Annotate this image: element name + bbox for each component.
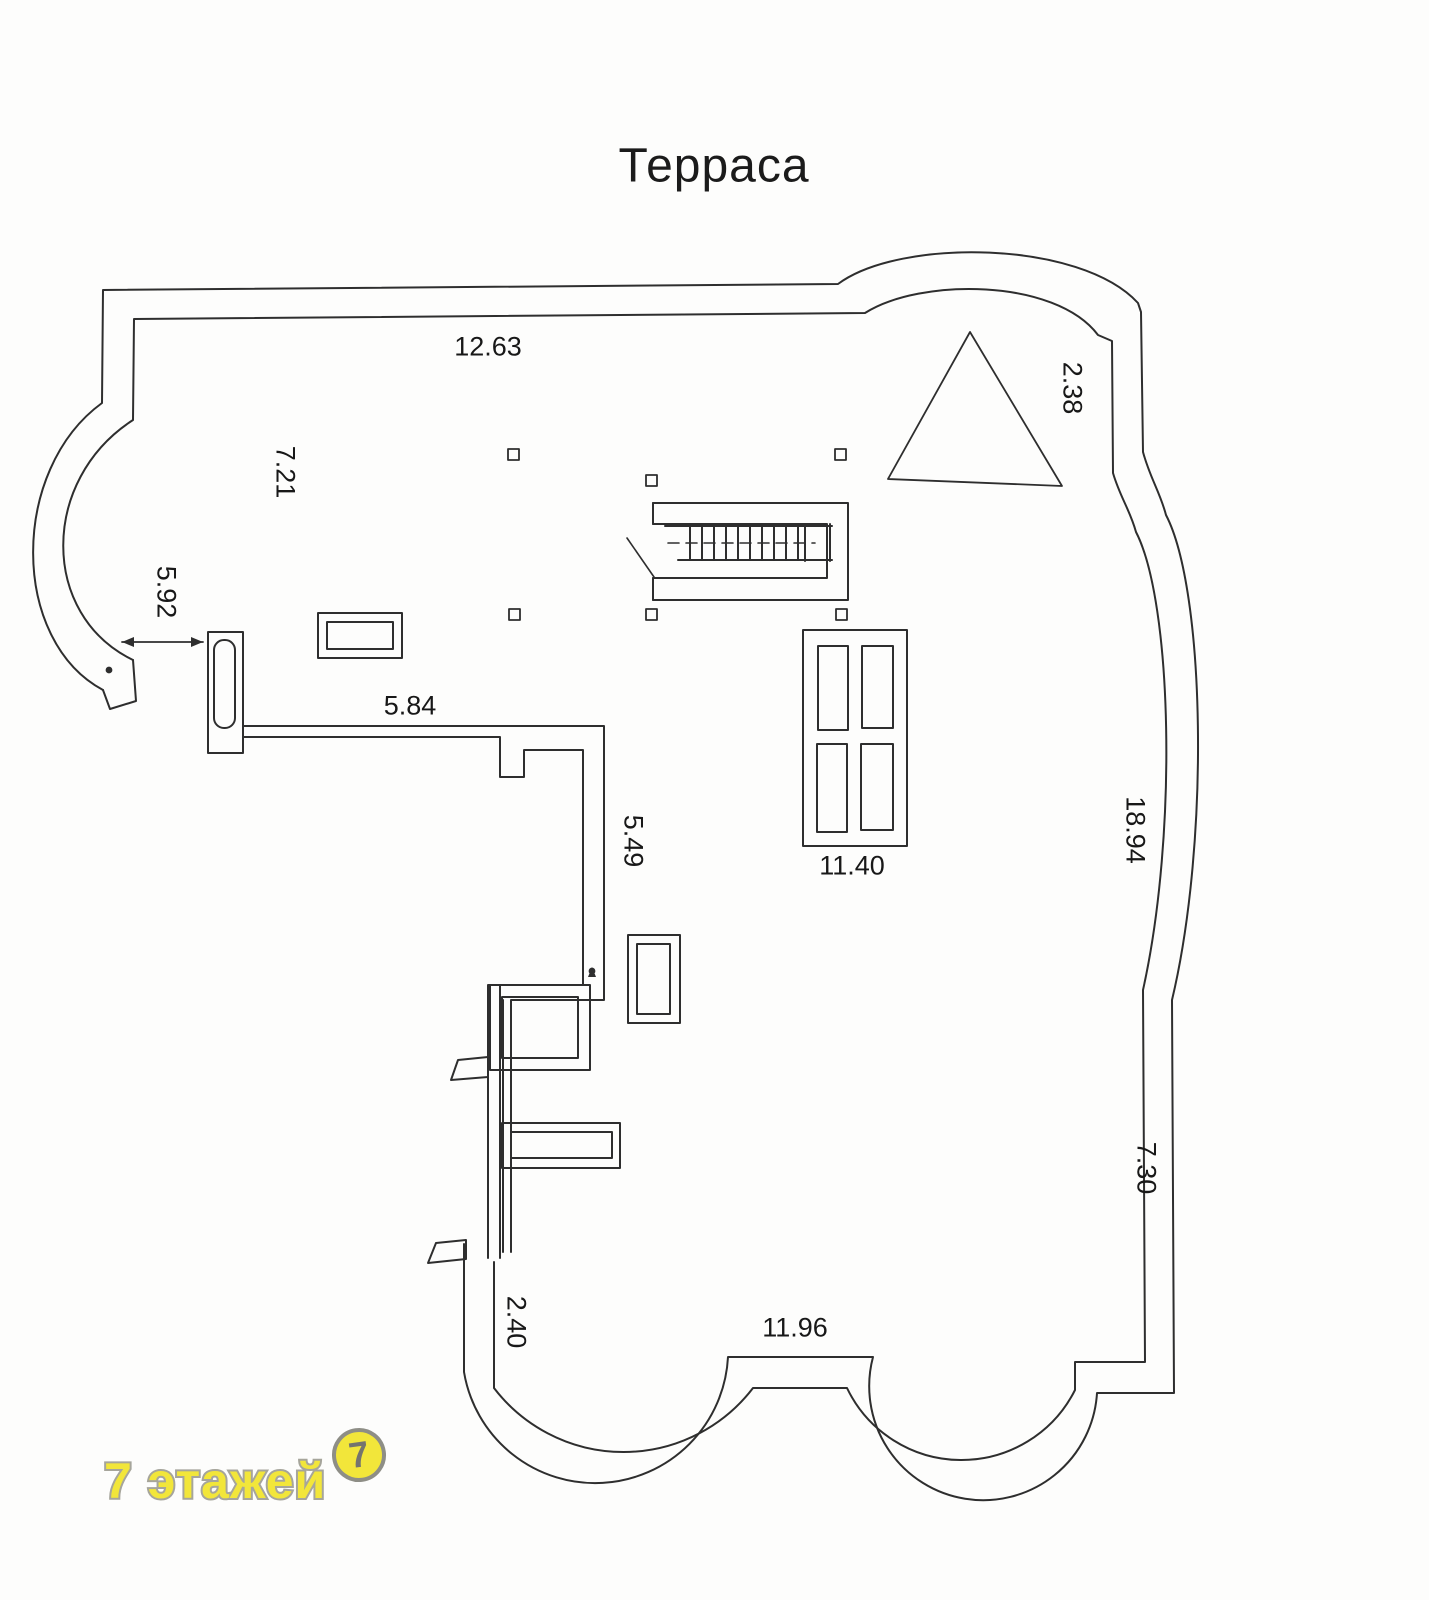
bay-wall-end-cap [102, 659, 137, 710]
stair-entry-leader [626, 537, 655, 578]
box-low-inner [510, 1131, 613, 1159]
dimension-label-right-upper: 18.94 [1120, 796, 1151, 864]
dimension-label-top: 12.63 [454, 331, 522, 362]
skylight-pane-1 [817, 645, 849, 731]
triangle-marker [887, 331, 1063, 487]
dimension-label-right-lower: 7.30 [1131, 1141, 1162, 1195]
box-low-outer [501, 1122, 621, 1169]
dimension-arrow [121, 637, 204, 647]
door-frame [207, 631, 244, 754]
interior-walls [242, 725, 605, 1259]
column [834, 448, 847, 461]
arrowhead-right-icon [191, 637, 203, 647]
logo-wordmark: 7 этажей [102, 1453, 327, 1509]
planter-top-inner [326, 621, 394, 650]
company-logo: 7 этажей 7 [102, 1424, 390, 1509]
wall-end-dot [105, 666, 113, 674]
stair-enclosure-inner [652, 523, 828, 579]
wall-marker-tick [588, 967, 596, 977]
dimension-label-inner-horiz: 5.84 [383, 690, 437, 721]
columns [507, 448, 848, 621]
page-title: Терраса [618, 139, 810, 193]
dimension-label-skylight: 11.40 [819, 850, 885, 881]
planters [317, 612, 681, 1169]
dimension-label-inner-vert: 5.49 [618, 814, 649, 868]
wall-end-flag-upper [450, 1056, 489, 1081]
skylight-pane-4 [860, 743, 894, 831]
dimension-label-top-right: 2.38 [1057, 361, 1088, 415]
dimension-label-bottom-left: 2.40 [501, 1295, 532, 1349]
door-leaf [213, 639, 236, 729]
column [645, 608, 658, 621]
dimension-label-left-entry: 5.92 [151, 565, 182, 619]
column [835, 608, 848, 621]
exterior-inner-contour [62, 288, 1168, 1461]
arrowhead-left-icon [122, 637, 134, 647]
skylight-pane-2 [861, 645, 894, 729]
box-square-outer [489, 984, 591, 1071]
stair-enclosure-outer [652, 502, 849, 601]
dimension-label-upper-left: 7.21 [270, 445, 301, 499]
staircase [626, 502, 849, 601]
column [645, 474, 658, 487]
column [507, 448, 520, 461]
wall-end-flag-lower [427, 1239, 467, 1264]
planter-mid-inner [636, 943, 671, 1015]
skylight-frame [802, 629, 908, 847]
skylight-pane-3 [816, 743, 848, 833]
logo-badge-icon: 7 [328, 1424, 390, 1486]
interior-wall-outer [242, 725, 605, 1253]
planter-top-outer [317, 612, 403, 659]
planter-mid-outer [627, 934, 681, 1024]
box-square-inner [501, 996, 579, 1059]
dimension-label-bottom: 11.96 [762, 1312, 828, 1343]
exterior-outer-contour [32, 251, 1199, 1502]
skylight-grid [802, 629, 908, 847]
column [508, 608, 521, 621]
exterior-walls [32, 251, 1199, 1502]
entrance-door [207, 631, 244, 754]
